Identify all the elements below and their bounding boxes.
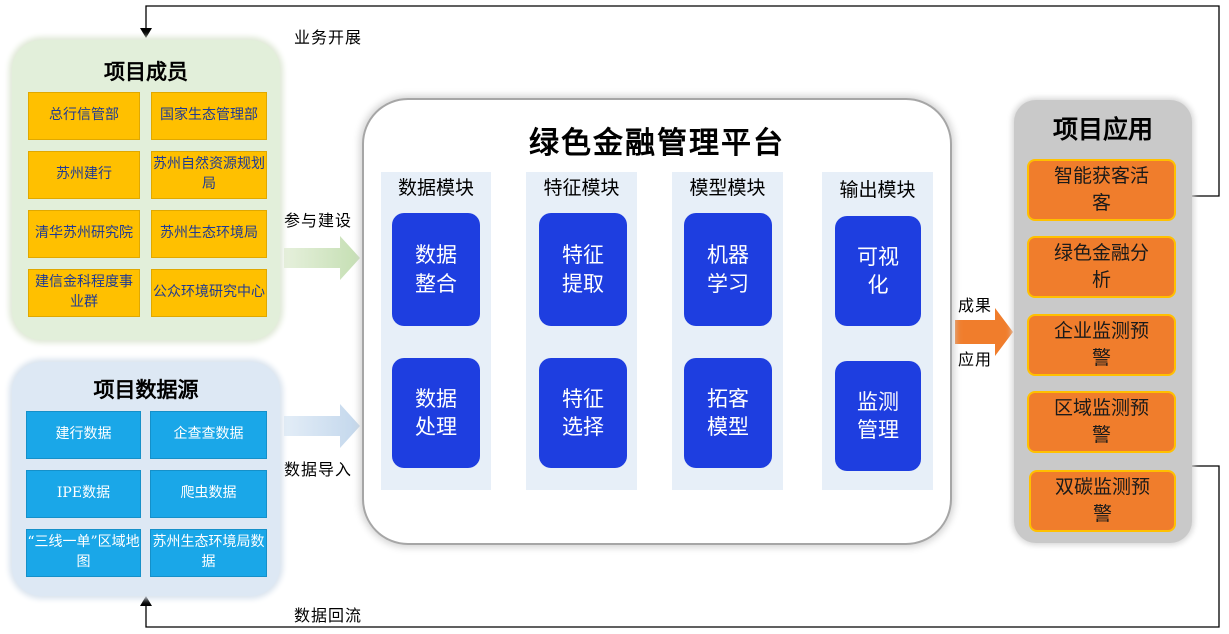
business-label: 业务开展 bbox=[294, 28, 363, 47]
data-import-arrow bbox=[284, 404, 360, 448]
source-box: 建行数据 bbox=[26, 411, 141, 459]
member-box: 公众环境研究中心 bbox=[151, 269, 267, 317]
business-arrowhead bbox=[140, 28, 152, 38]
module-box: 机器学习 bbox=[684, 213, 772, 326]
member-box: 苏州生态环境局 bbox=[151, 210, 267, 258]
result-arrow bbox=[955, 308, 1013, 356]
source-box: “三线一单”区域地图 bbox=[26, 529, 141, 577]
module-box: 特征选择 bbox=[539, 358, 627, 468]
source-box: 爬虫数据 bbox=[150, 470, 267, 518]
output-module-title: 输出模块 bbox=[839, 179, 916, 201]
application-box: 绿色金融分析 bbox=[1027, 236, 1176, 298]
participate-arrow bbox=[284, 236, 360, 280]
member-box: 建信金科程度事业群 bbox=[28, 269, 140, 317]
application-box: 区域监测预警 bbox=[1027, 391, 1176, 453]
business-feedback-line bbox=[145, 5, 1220, 197]
source-box: IPE数据 bbox=[26, 470, 141, 518]
applications-title: 项目应用 bbox=[1052, 115, 1153, 144]
member-box: 清华苏州研究院 bbox=[28, 210, 140, 258]
members-title: 项目成员 bbox=[104, 59, 188, 84]
data-import-label: 数据导入 bbox=[284, 460, 353, 479]
module-box: 拓客模型 bbox=[684, 358, 772, 468]
member-box: 苏州自然资源规划局 bbox=[151, 151, 267, 199]
module-box: 特征提取 bbox=[539, 213, 627, 326]
data-return-arrowhead bbox=[140, 596, 152, 606]
application-box: 企业监测预警 bbox=[1027, 314, 1176, 376]
sources-title: 项目数据源 bbox=[93, 377, 199, 402]
module-box: 可视化 bbox=[835, 216, 921, 326]
member-box: 总行信管部 bbox=[28, 92, 140, 140]
result-label-line2: 应用 bbox=[958, 350, 993, 369]
result-label-line1: 成果 bbox=[958, 296, 993, 315]
module-box: 数据整合 bbox=[392, 213, 480, 326]
module-box: 数据处理 bbox=[392, 358, 480, 468]
data-return-line bbox=[145, 465, 1220, 628]
data-module-title: 数据模块 bbox=[397, 177, 474, 199]
member-box: 国家生态管理部 bbox=[151, 92, 267, 140]
participate-label: 参与建设 bbox=[284, 211, 353, 230]
application-box: 双碳监测预警 bbox=[1029, 470, 1176, 532]
application-box: 智能获客活客 bbox=[1027, 159, 1176, 221]
data-return-label: 数据回流 bbox=[294, 606, 363, 625]
source-box: 企查查数据 bbox=[150, 411, 267, 459]
model-module-title: 模型模块 bbox=[689, 177, 766, 199]
module-box: 监测管理 bbox=[835, 361, 921, 471]
source-box: 苏州生态环境局数据 bbox=[150, 529, 267, 577]
platform-title: 绿色金融管理平台 bbox=[529, 126, 785, 161]
feature-module-title: 特征模块 bbox=[543, 177, 620, 199]
member-box: 苏州建行 bbox=[28, 151, 140, 199]
